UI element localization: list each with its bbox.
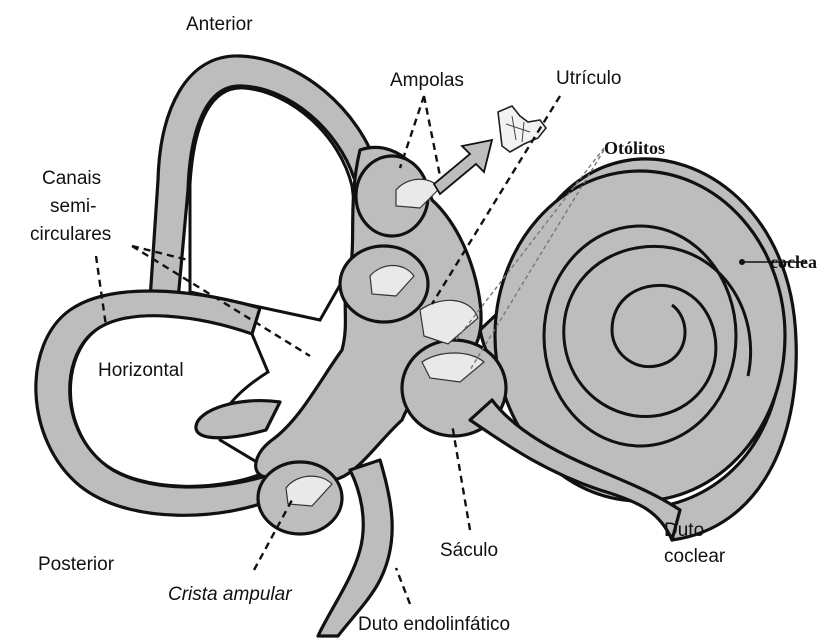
- cochlea: [480, 159, 796, 540]
- label-anterior: Anterior: [186, 14, 253, 35]
- label-saculo: Sáculo: [440, 540, 498, 561]
- label-posterior: Posterior: [38, 554, 115, 575]
- label-duto-endolinfatico: Duto endolinfático: [358, 614, 510, 635]
- inset-arrow: [434, 140, 492, 194]
- label-ampolas: Ampolas: [390, 70, 464, 91]
- label-horizontal: Horizontal: [98, 360, 184, 381]
- label-utriculo: Utrículo: [556, 68, 621, 89]
- label-otolitos: Otólitos: [604, 138, 665, 158]
- leader-duto-endolinfatico: [396, 568, 410, 604]
- label-canais-3: circulares: [30, 224, 111, 245]
- leader-ampolas-1: [400, 96, 424, 168]
- leader-coclea-dot: [739, 259, 745, 265]
- label-coclea: coclea: [770, 252, 817, 272]
- label-duto-coclear-2: coclear: [664, 546, 726, 567]
- label-duto-coclear-1: Duto: [664, 520, 704, 541]
- leader-ampolas-2: [424, 96, 440, 176]
- label-canais-1: Canais: [42, 168, 101, 189]
- label-canais-2: semi-: [50, 196, 96, 217]
- label-crista-ampular: Crista ampular: [168, 584, 292, 605]
- otolith-inset: [434, 106, 546, 194]
- leader-saculo: [452, 424, 470, 530]
